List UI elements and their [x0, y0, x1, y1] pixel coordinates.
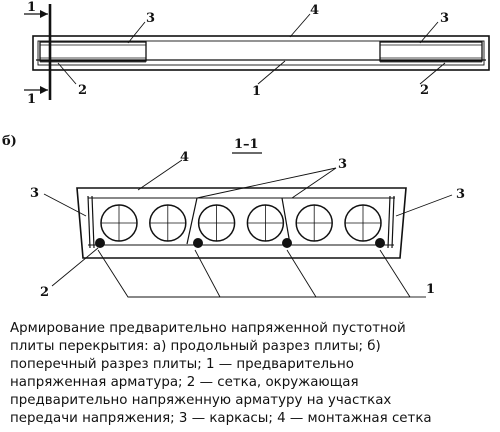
- longitudinal-view: [24, 4, 490, 100]
- cage-section-middle-1: [186, 197, 198, 245]
- cage-right: [379, 41, 483, 62]
- slab-inner-line: [37, 40, 485, 66]
- prestressed-strand: [95, 238, 105, 248]
- callout-3-section-left: 3: [30, 186, 39, 201]
- section-mark-bottom: 1: [27, 92, 36, 107]
- voids-group: [100, 204, 382, 242]
- callout-3-section-right: 3: [456, 187, 465, 202]
- callout-2-right-top: 2: [420, 83, 429, 98]
- cross-section-view: [76, 187, 407, 259]
- prestressed-strand: [282, 238, 292, 248]
- callout-4-top: 4: [310, 3, 319, 18]
- callout-1-top: 1: [252, 84, 261, 99]
- cage-left: [39, 41, 147, 62]
- prestressed-strand: [193, 238, 203, 248]
- cage-section-right: [391, 195, 395, 249]
- section-title: 1–1: [234, 137, 259, 152]
- slab-section-outline: [76, 187, 407, 259]
- slab-outline: [32, 35, 490, 71]
- part-label-b: б): [2, 134, 17, 149]
- callout-4-section: 4: [180, 150, 189, 165]
- prestressed-strand: [375, 238, 385, 248]
- section-mark-top: 1: [27, 0, 36, 15]
- cage-section-left: [87, 195, 91, 249]
- callout-3-right-top: 3: [440, 11, 449, 26]
- cage-section-middle-2: [281, 197, 291, 245]
- callout-3-left-top: 3: [146, 11, 155, 26]
- callout-2-section: 2: [40, 285, 49, 300]
- callout-1-section: 1: [426, 282, 435, 297]
- callout-2-left-top: 2: [78, 83, 87, 98]
- reinforcement-drawing: 1 1 3 4 3 2 1 2 б) 1–1: [2, 0, 490, 300]
- callout-3-section-top: 3: [338, 157, 347, 172]
- figure-caption: Армирование предварительно напряженной п…: [10, 321, 432, 426]
- strands-group: [95, 238, 385, 248]
